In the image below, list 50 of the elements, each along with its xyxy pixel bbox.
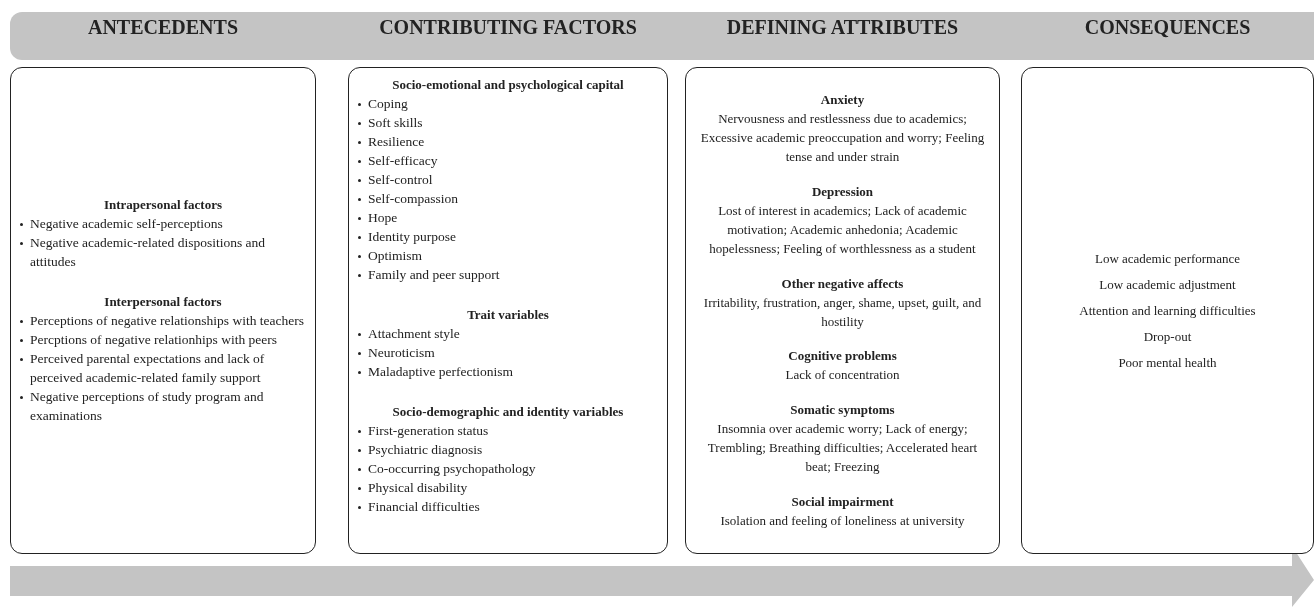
consequence-item: Drop-out [1142,328,1193,346]
section-heading: Intrapersonal factors [102,196,224,214]
bullet-item: Negative academic-related dispositions and attitudes [19,233,307,271]
column-heading: DEFINING ATTRIBUTES [725,16,960,39]
column-heading: ANTECEDENTS [86,16,239,39]
bullet-item: Family and peer support [357,265,659,284]
bullet-item: Attachment style [357,324,659,343]
bullet-item: Perceptions of negative relationships with teachers [19,311,307,330]
section-heading: Cognitive problems [787,347,898,366]
description-text: Isolation and feeling of loneliness at university [719,512,966,531]
section-heading: Socio-demographic and identity variables [391,403,625,421]
column-heading: CONTRIBUTING FACTORS [378,16,638,39]
bullet-item: Coping [357,94,659,113]
bullet-item: Soft skills [357,113,659,132]
bullet-item: Percptions of negative relationhips with peers [19,330,307,349]
bullet-item: Physical disability [357,478,659,497]
consequence-item: Low academic performance [1093,250,1242,268]
bullet-item: Negative perceptions of study program and examinations [19,387,307,425]
bullet-item: Neuroticism [357,343,659,362]
section-heading: Socio-emotional and psychological capital [391,76,625,94]
bullet-item: Identity purpose [357,227,659,246]
bullet-item: Co-occurring psychopathology [357,459,659,478]
bullet-item: Resilience [357,132,659,151]
section-heading: Trait variables [466,306,550,324]
section-heading: Somatic symptoms [789,401,896,420]
bullet-item: Financial difficulties [357,497,659,516]
section-heading: Anxiety [819,90,866,109]
description-text: Insomnia over academic worry; Lack of energy; Trembling; Breathing difficulties; Accelerated heart beat; Freezing [706,420,979,477]
bullet-item: Psychiatric diagnosis [357,440,659,459]
bullet-item: Self-control [357,170,659,189]
description-text: Nervousness and restlessness due to academics; Excessive academic preoccupation and worry; Feeling tense and under strain [699,109,986,166]
bullet-item: First-generation status [357,421,659,440]
consequence-item: Attention and learning difficulties [1078,302,1257,320]
bullet-item: Hope [357,208,659,227]
consequence-item: Poor mental health [1117,354,1218,372]
column-heading: CONSEQUENCES [1083,16,1252,39]
description-text: Lost of interest in academics; Lack of academic motivation; Academic anhedonia; Academic hopelessness; Feeling of worthlessness as a student [708,201,977,258]
section-heading: Other negative affects [780,274,905,293]
section-heading: Social impairment [790,493,895,512]
section-heading: Depression [810,182,875,201]
bullet-item: Self-efficacy [357,151,659,170]
section-heading: Interpersonal factors [103,293,223,311]
description-text: Lack of concentration [784,366,901,385]
bullet-item: Maladaptive perfectionism [357,362,659,381]
bullet-item: Perceived parental expectations and lack of perceived academic-related family support [19,349,307,387]
description-text: Irritability, frustration, anger, shame, upset, guilt, and hostility [702,293,983,331]
bullet-item: Self-compassion [357,189,659,208]
consequence-item: Low academic adjustment [1098,276,1237,294]
bullet-item: Negative academic self-perceptions [19,214,307,233]
bullet-item: Optimism [357,246,659,265]
